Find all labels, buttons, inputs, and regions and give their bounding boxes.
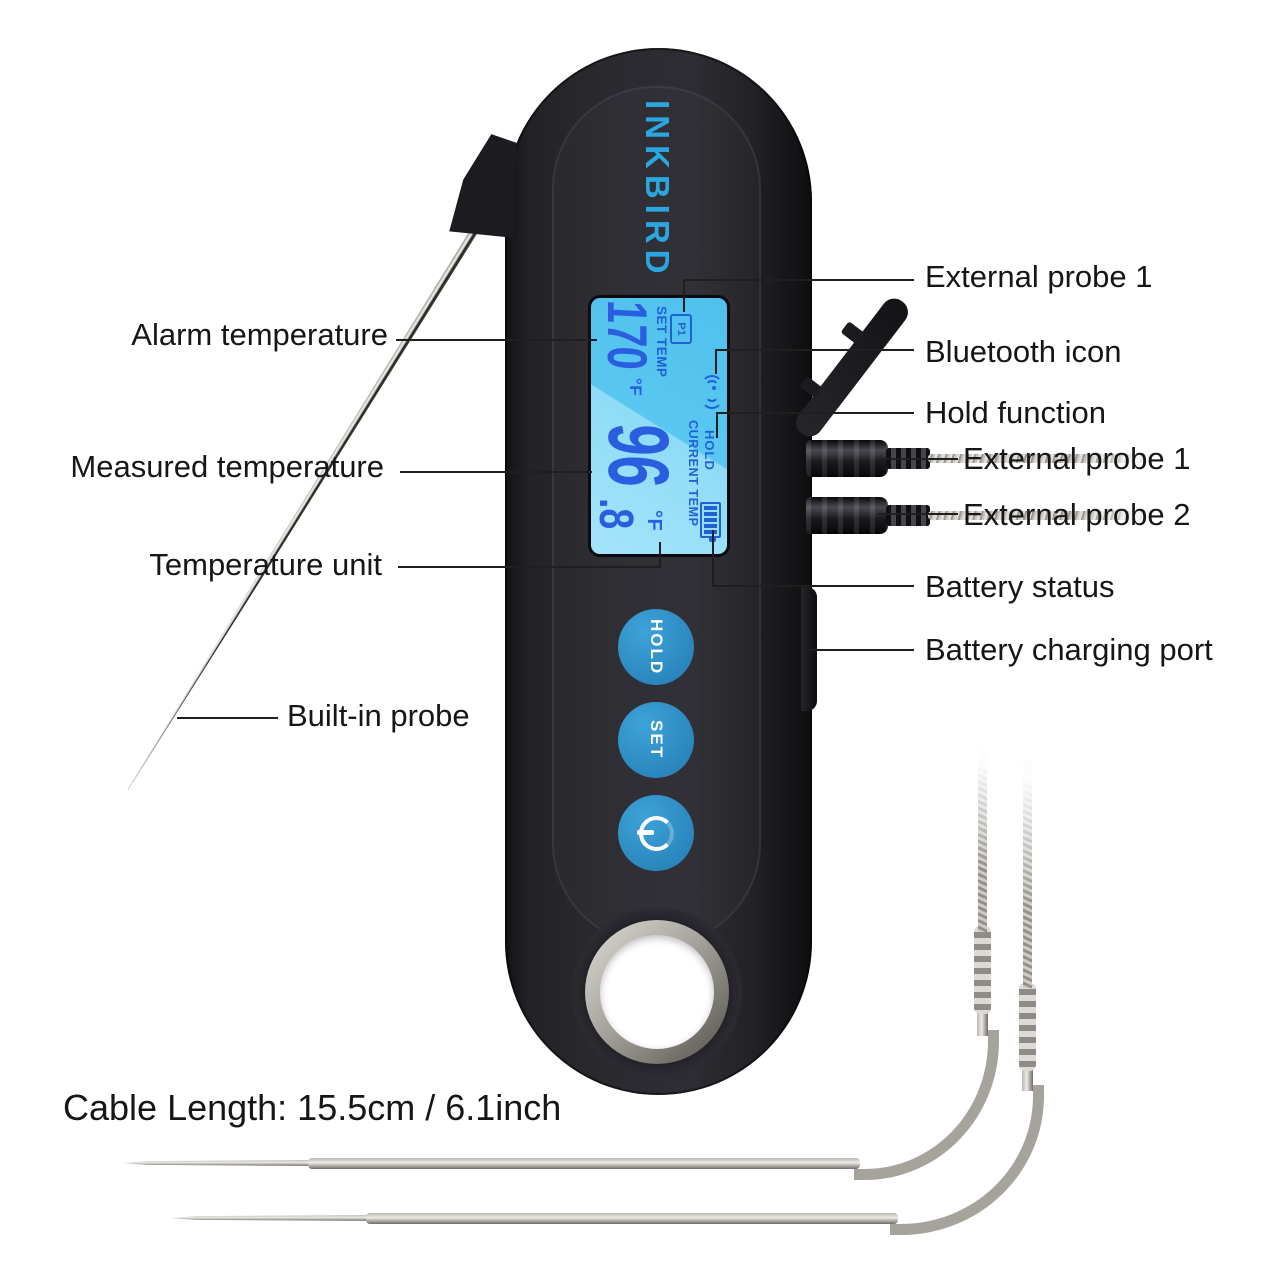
leader-battery-status [712, 585, 914, 587]
leader-external-probe1-display [683, 279, 914, 281]
leader-hold [716, 412, 914, 414]
leader-bluetooth-v [715, 349, 717, 374]
power-icon [636, 815, 674, 851]
set-button[interactable]: SET [618, 702, 694, 778]
leader-temperature-unit-v [659, 542, 661, 568]
set-temp-value: 170 [596, 298, 659, 372]
hang-hole [600, 935, 714, 1049]
battery-icon [700, 502, 721, 538]
external-probe1-cable [928, 454, 1152, 463]
probe1-indicator: P1 [670, 314, 692, 344]
current-temp-unit: °F [643, 510, 665, 532]
hold-button[interactable]: HOLD [618, 609, 694, 685]
label-external-probe1-jack: External probe 1 [963, 441, 1191, 476]
external-probe1-plug [806, 440, 888, 477]
set-temp-unit: °F [626, 378, 645, 397]
label-built-in-probe: Built-in probe [287, 698, 470, 733]
label-battery-charging-port: Battery charging port [925, 632, 1213, 667]
leader-bluetooth [715, 349, 914, 351]
leader-temperature-unit [398, 566, 661, 568]
current-temp-decimal: .8 [589, 498, 642, 530]
probe-hinge [449, 134, 517, 238]
leader-battery-status-v [712, 530, 714, 587]
label-cable-length: Cable Length: 15.5cm / 6.1inch [63, 1087, 562, 1128]
label-battery-status: Battery status [925, 569, 1115, 604]
label-temperature-unit: Temperature unit [149, 547, 382, 582]
current-temp-label: CURRENT TEMP [686, 420, 700, 527]
label-measured-temperature: Measured temperature [70, 449, 384, 484]
current-temp-value: 96 [590, 421, 686, 490]
external-probe2-plug-neck [886, 505, 930, 526]
external-probe2-plug [806, 497, 888, 534]
leader-external-probe1-jack [878, 458, 958, 460]
label-hold-function: Hold function [925, 395, 1106, 430]
leader-hold-v [716, 412, 718, 438]
leader-alarm-temperature [396, 339, 597, 341]
lcd-display: P1 SET TEMP 170 °F HOLD CURRENT TEMP 96 … [588, 295, 730, 557]
leader-charging-port [808, 649, 914, 651]
leader-measured-temperature [400, 471, 592, 473]
label-bluetooth-icon: Bluetooth icon [925, 334, 1122, 369]
leader-external-probe2-jack [878, 513, 958, 515]
label-external-probe1-display: External probe 1 [925, 259, 1153, 294]
external-probe2-cable [928, 511, 1152, 520]
label-external-probe2-jack: External probe 2 [963, 497, 1191, 532]
label-alarm-temperature: Alarm temperature [131, 317, 388, 352]
leader-external-probe1-display-v [683, 279, 685, 312]
set-button-label: SET [647, 720, 666, 760]
power-button[interactable] [618, 795, 694, 871]
leader-built-in-probe [177, 717, 278, 719]
brand-logo: INKBIRD [639, 100, 676, 280]
hold-button-label: HOLD [647, 618, 666, 676]
hold-indicator: HOLD [702, 430, 717, 471]
bluetooth-icon [701, 372, 723, 409]
